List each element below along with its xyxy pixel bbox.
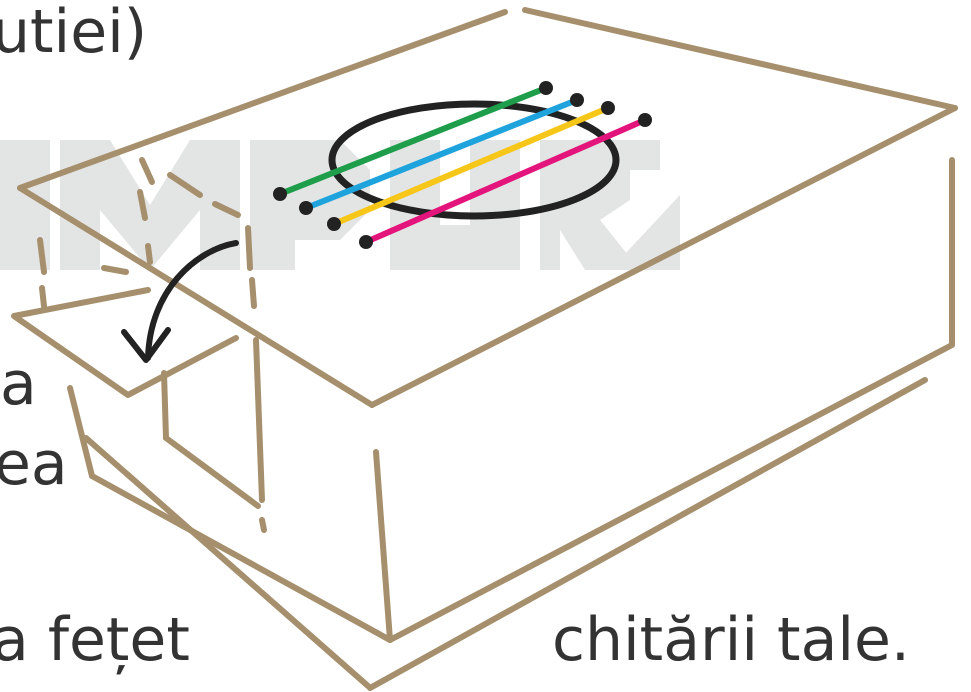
text-fragment-bottom-left: a fețet: [0, 610, 190, 670]
text-fragment-left-a: a: [0, 354, 37, 414]
text-fragment-left-ea: ea: [0, 434, 68, 494]
text-fragment-top: utiei): [0, 2, 147, 62]
text-fragment-bottom-right: chitării tale.: [552, 610, 910, 670]
